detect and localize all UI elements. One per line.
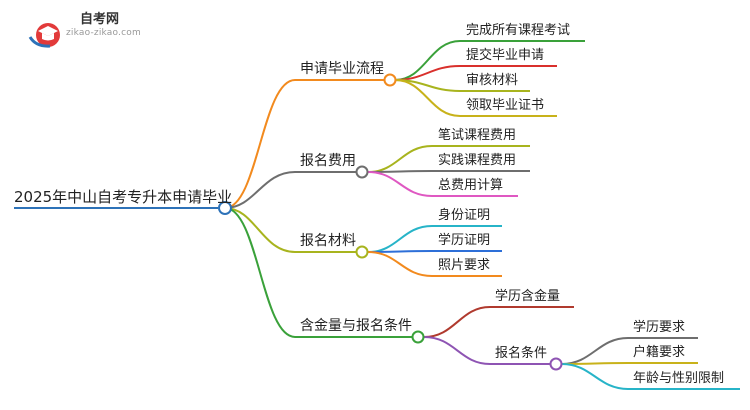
leaf-written-fees: 笔试课程费用 [438, 128, 517, 143]
branch-materials-label: 报名材料 [300, 233, 356, 249]
leaf-household-requirement: 户籍要求 [633, 345, 686, 360]
leaf-education-requirement: 学历要求 [633, 320, 686, 335]
leaf-complete-exams: 完成所有课程考试 [466, 23, 571, 38]
leaf-enrollment-conditions: 报名条件 [495, 346, 548, 361]
node-flow [383, 73, 397, 87]
node-conditions [411, 330, 425, 344]
leaf-submit-application: 提交毕业申请 [466, 48, 545, 63]
node-requirements [549, 357, 563, 371]
leaf-total-fees: 总费用计算 [438, 178, 504, 193]
node-root [218, 201, 232, 215]
leaf-practice-fees: 实践课程费用 [438, 153, 517, 168]
leaf-review-materials: 审核材料 [466, 73, 519, 88]
leaf-receive-certificate: 领取毕业证书 [466, 98, 545, 113]
node-fees [355, 165, 369, 179]
root-label: 2025年中山自考专升本申请毕业 [14, 188, 233, 206]
edge-root-fees [224, 171, 296, 209]
leaf-photo-requirements: 照片要求 [438, 258, 491, 273]
leaf-age-gender-limit: 年龄与性别限制 [633, 371, 725, 386]
branch-fees-label: 报名费用 [300, 153, 356, 169]
leaf-education-proof: 学历证明 [438, 233, 491, 248]
branch-flow-label: 申请毕业流程 [300, 61, 384, 77]
edge-root-conditions [224, 207, 296, 338]
logo-mark-icon [28, 23, 60, 48]
logo-title: 自考网 [80, 12, 120, 27]
edge-root-materials [224, 207, 296, 253]
edge-root-flow [224, 79, 296, 209]
branch-conditions-label: 含金量与报名条件 [300, 318, 412, 334]
node-materials [355, 245, 369, 259]
leaf-degree-value: 学历含金量 [495, 289, 561, 304]
leaf-id-proof: 身份证明 [438, 208, 491, 223]
logo-url: zikao-zikao.com [66, 28, 141, 38]
